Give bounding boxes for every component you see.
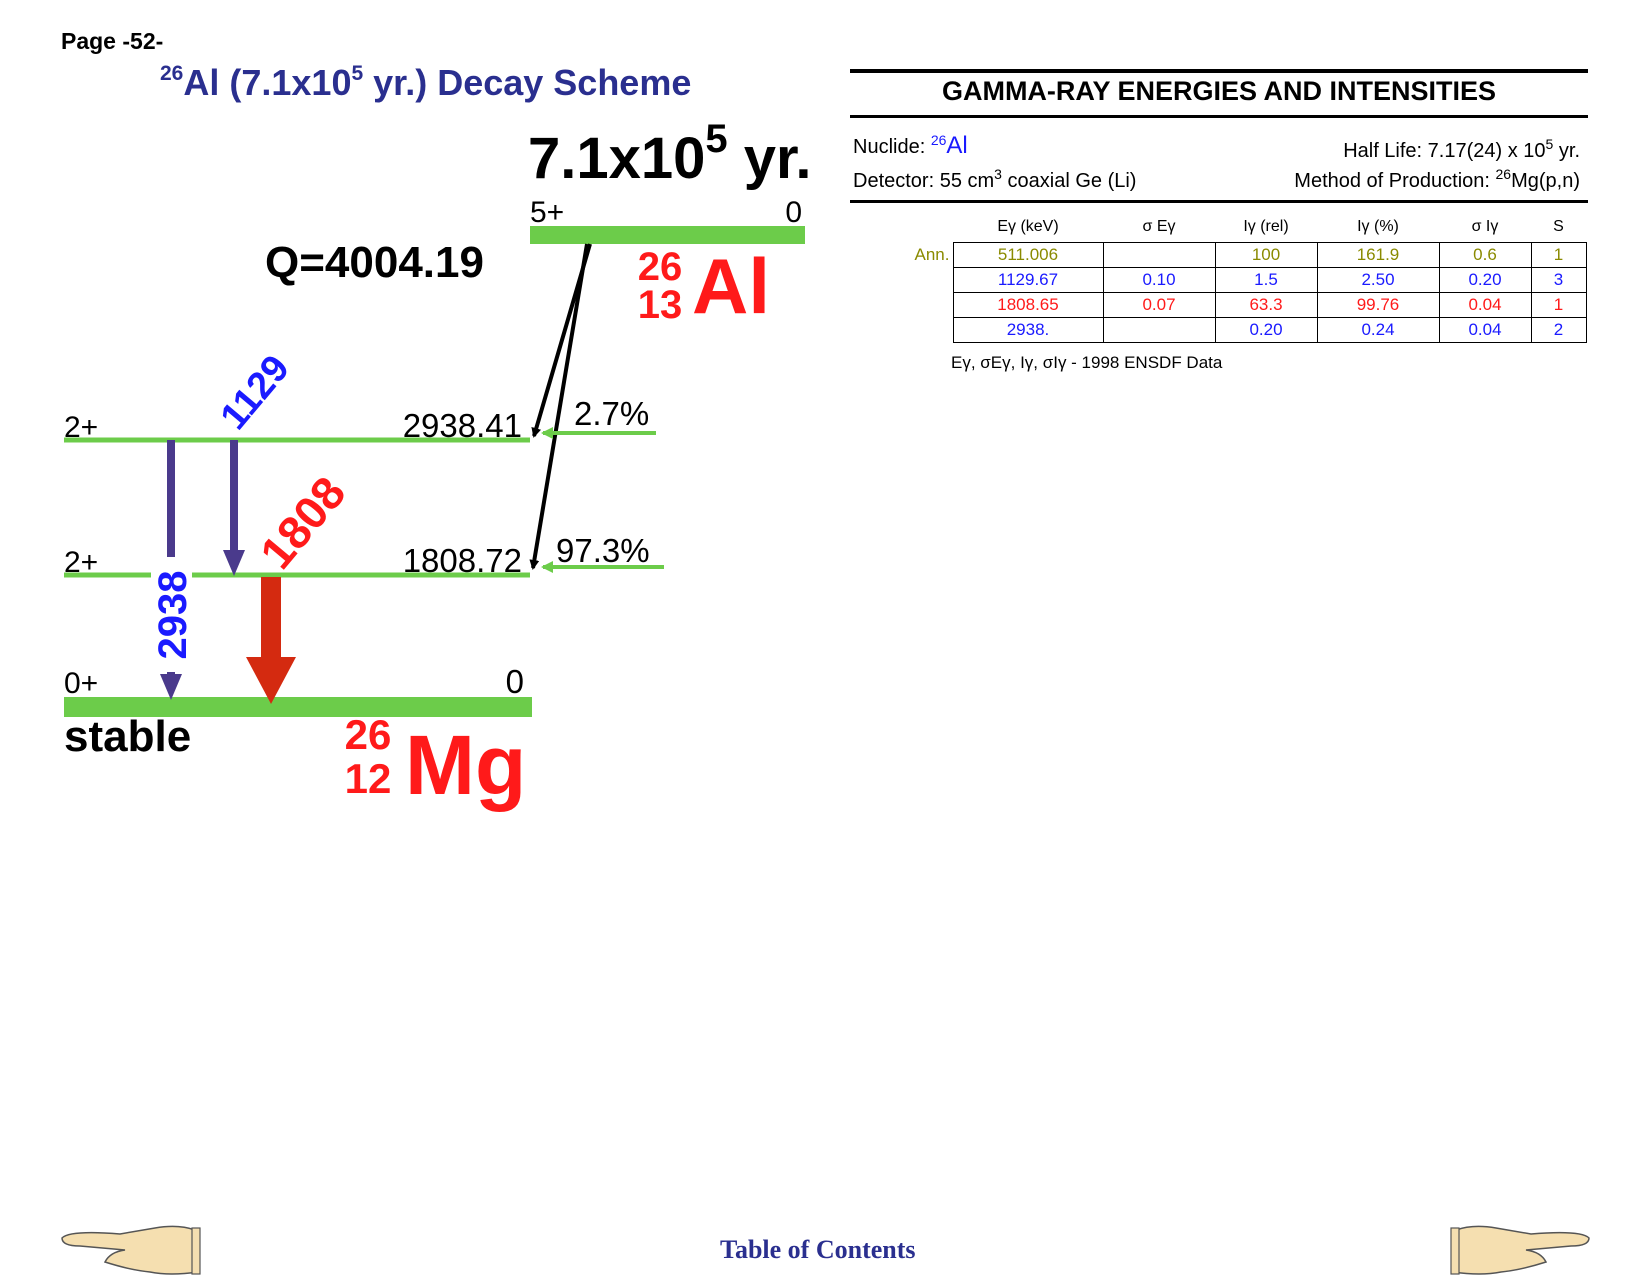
parent-nuclide-label: 26 13 Al [638, 242, 770, 330]
svg-text:12: 12 [345, 755, 392, 802]
table-cell: 63.3 [1214, 292, 1318, 318]
table-cell: 2.50 [1316, 267, 1440, 293]
table-cell: 0.10 [1102, 267, 1216, 293]
branch-2938-percent: 2.7% [574, 395, 649, 432]
nuclide-info: Nuclide: 26Al [853, 132, 968, 159]
table-title-rule [850, 115, 1588, 118]
production-method-info: Method of Production: 26Mg(p,n) [1294, 166, 1580, 192]
row-label: Ann. [914, 245, 950, 264]
title-rest: yr.) Decay Scheme [363, 62, 692, 103]
decay-scheme-diagram: 7.1x105 yr. 5+ 0 Q=4004.19 26 13 Al 2+ 2… [64, 117, 812, 812]
gamma-1808-arrow [246, 577, 296, 704]
table-title: GAMMA-RAY ENERGIES AND INTENSITIES [941, 76, 1497, 106]
info-bottom-rule [850, 200, 1588, 203]
stable-label: stable [64, 712, 191, 761]
table-cell: 0.07 [1102, 292, 1216, 318]
parent-level-bar [530, 226, 805, 244]
next-page-hand-icon[interactable] [1449, 1220, 1591, 1278]
gamma-table-header: Eγ (keV) σ Eγ Iγ (rel) Iγ (%) σ Iγ S [893, 212, 1586, 243]
half-life-info: Half Life: 7.17(24) x 105 yr. [1343, 136, 1580, 162]
parent-halflife: 7.1x105 yr. [528, 117, 812, 191]
gamma-1808-label: 1808 [250, 467, 356, 579]
table-cell: 0.6 [1438, 242, 1532, 268]
gamma-2938-label: 2938 [151, 571, 195, 660]
table-cell: 1.5 [1214, 267, 1318, 293]
svg-text:Mg: Mg [405, 718, 526, 812]
table-cell: 0.20 [1438, 267, 1532, 293]
parent-spin: 5+ [530, 196, 564, 229]
table-cell: 3 [1530, 267, 1587, 293]
row-label [893, 293, 953, 318]
table-cell: 1 [1530, 292, 1587, 318]
table-cell: 0.04 [1438, 292, 1532, 318]
title-mass-number: 26 [160, 62, 184, 85]
detector-info: Detector: 55 cm3 coaxial Ge (Li) [853, 166, 1137, 192]
header-s: S [1553, 218, 1564, 235]
title-exponent: 5 [351, 62, 364, 85]
table-cell [1102, 317, 1216, 343]
gamma-1129-label: 1129 [213, 348, 298, 438]
header-intensity-uncertainty: σ Iγ [1471, 218, 1499, 235]
table-cell: 2938. [952, 317, 1104, 343]
previous-page-hand-icon[interactable] [60, 1220, 202, 1278]
table-cell: 1129.67 [952, 267, 1104, 293]
header-intensity-rel: Iγ (rel) [1243, 218, 1289, 235]
row-label [893, 268, 953, 293]
branch-1808-percent: 97.3% [556, 532, 650, 569]
svg-text:26: 26 [638, 245, 683, 289]
table-top-rule [850, 69, 1588, 73]
table-of-contents-link[interactable]: Table of Contents [720, 1235, 916, 1264]
parent-energy: 0 [785, 196, 802, 229]
ground-spin: 0+ [64, 667, 98, 700]
table-cell: 1 [1530, 242, 1587, 268]
row-label [893, 318, 953, 343]
daughter-nuclide-label: 26 12 Mg [345, 711, 527, 812]
table-cell: 99.76 [1316, 292, 1440, 318]
ground-energy: 0 [506, 663, 524, 700]
table-cell: 511.006 [952, 242, 1104, 268]
table-cell [1102, 242, 1216, 268]
data-source-note: Eγ, σEγ, Iγ, σIγ - 1998 ENSDF Data [951, 353, 1223, 372]
header-energy-uncertainty: σ Eγ [1142, 218, 1176, 235]
table-cell: 0.20 [1214, 317, 1318, 343]
title-main: Al (7.1x10 [183, 62, 352, 103]
page-title: 26Al (7.1x105 yr.) Decay Scheme [160, 62, 691, 104]
table-cell: 1808.65 [952, 292, 1104, 318]
svg-text:13: 13 [638, 283, 683, 327]
gamma-table: Eγ (keV) σ Eγ Iγ (rel) Iγ (%) σ Iγ S Ann… [893, 212, 1587, 343]
svg-text:Al: Al [692, 242, 770, 330]
header-energy: Eγ (keV) [997, 218, 1059, 235]
header-intensity-percent: Iγ (%) [1357, 218, 1399, 235]
beta-arrow-1808 [529, 243, 589, 570]
table-cell: 161.9 [1316, 242, 1440, 268]
gamma-1129-arrow [223, 440, 245, 576]
svg-text:26: 26 [345, 711, 392, 758]
page-label: Page -52- [61, 28, 164, 54]
ground-level-bar [64, 697, 532, 717]
table-cell: 100 [1214, 242, 1318, 268]
table-cell: 0.04 [1438, 317, 1532, 343]
table-cell: 0.24 [1316, 317, 1440, 343]
table-cell: 2 [1530, 317, 1587, 343]
q-value: Q=4004.19 [265, 238, 484, 287]
